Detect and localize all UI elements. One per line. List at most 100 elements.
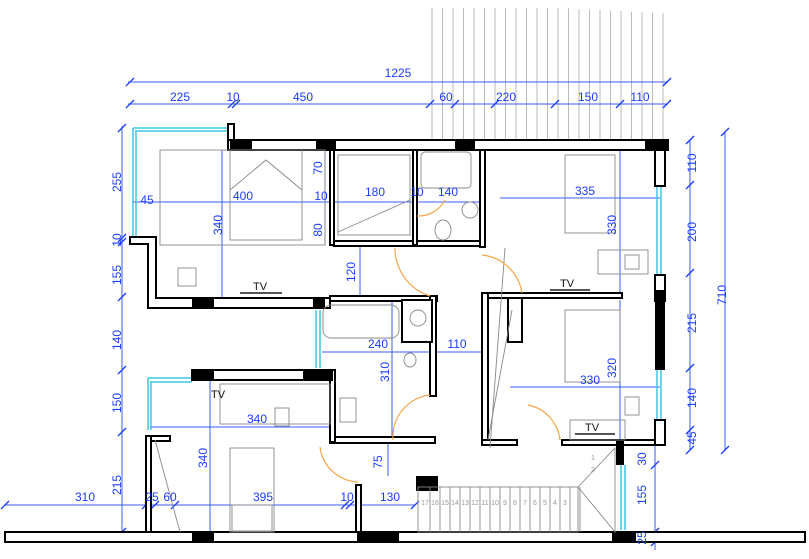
dim-interior: 10 (410, 185, 424, 199)
dim-right: 110 (685, 153, 699, 172)
dim-total-width: 1225 (385, 66, 412, 80)
dimension-tick (117, 233, 127, 243)
dim-bottom: 310 (75, 490, 95, 504)
dim-interior: 330 (580, 373, 600, 387)
dim-interior: 240 (368, 337, 388, 351)
stair-number: 13 (461, 500, 469, 507)
dimension-tick (685, 180, 695, 190)
dimension-tick (150, 500, 160, 510)
dim-interior: 120 (344, 262, 358, 282)
stair-number: 4 (553, 500, 557, 507)
dimension-tick (685, 425, 695, 435)
dim-left: 155 (110, 265, 124, 285)
dim-top: 150 (578, 90, 598, 104)
dimension-tick (0, 500, 10, 510)
dim-interior: 340 (196, 448, 210, 468)
dimension-tick (720, 445, 730, 455)
stair-number: 16 (431, 500, 439, 507)
dim-top: 225 (170, 90, 190, 104)
dim-top: 60 (439, 90, 453, 104)
bed-2 (564, 154, 616, 234)
dim-right: 140 (685, 388, 699, 408)
bed-1 (229, 149, 303, 241)
dimension-tick (685, 135, 695, 145)
stair-number: 3 (563, 500, 567, 507)
dim-top: 10 (226, 90, 240, 104)
toilet-2 (403, 352, 417, 368)
dimension-tick (450, 99, 460, 109)
dim-top: 110 (630, 90, 649, 104)
dim-right: 25 (635, 531, 649, 545)
dimension-tick (170, 500, 180, 510)
dim-interior: 340 (211, 215, 225, 235)
dimension-tick (125, 99, 135, 109)
dimension-tick (117, 237, 127, 247)
dim-right: 45 (685, 431, 699, 445)
dim-interior: 320 (605, 358, 619, 378)
bed-4 (229, 447, 275, 533)
dimension-tick (550, 99, 560, 109)
stair-number: 5 (543, 500, 547, 507)
toilet-1 (434, 219, 452, 241)
dimension-tick (125, 77, 135, 87)
dim-interior: 10 (314, 189, 328, 203)
tv-icon (575, 433, 615, 435)
tv-label: TV (585, 422, 600, 434)
stair-number: 2 (591, 467, 595, 474)
sink-1 (461, 201, 479, 219)
dimension-tick (662, 77, 672, 87)
dim-interior: 180 (365, 185, 385, 199)
dimension-tick (720, 127, 730, 137)
sink-2 (339, 397, 357, 423)
dim-left: 10 (110, 233, 124, 247)
stair-number: 7 (523, 500, 527, 507)
stair-number: 11 (481, 500, 488, 507)
bathtub-small (420, 151, 472, 189)
dimension-tick (117, 292, 127, 302)
dim-bottom: 10 (340, 490, 354, 504)
dimension-tick (117, 427, 127, 437)
dim-bottom: 395 (253, 490, 273, 504)
dim-interior: 335 (575, 184, 595, 198)
dim-left: 215 (110, 475, 124, 495)
doors (319, 199, 561, 483)
stair-number: 6 (533, 500, 537, 507)
dim-bottom: 25 (145, 490, 159, 504)
roof-hatching (431, 8, 664, 140)
stair-number: 8 (513, 500, 517, 507)
dim-bottom: 130 (380, 490, 400, 504)
dimension-tick (662, 99, 672, 109)
dimension-tick (231, 99, 241, 109)
dim-interior: 400 (233, 189, 253, 203)
dim-top: 220 (496, 90, 516, 104)
columns (192, 140, 668, 542)
dim-right: 200 (685, 222, 699, 242)
dim-right: 155 (635, 485, 649, 505)
furniture (154, 149, 649, 533)
dim-interior: 75 (371, 455, 385, 469)
dimension-tick (615, 99, 625, 109)
stair-number: 17 (421, 500, 429, 507)
stair-number: 15 (441, 500, 449, 507)
dim-top: 450 (293, 90, 313, 104)
dim-left: 150 (110, 393, 124, 413)
tv-label: TV (211, 389, 226, 401)
stair-number: 10 (491, 500, 499, 507)
tv-label: TV (560, 278, 575, 290)
dimension-tick (117, 123, 127, 133)
dimension-tick (425, 99, 435, 109)
stair-number: 14 (451, 500, 459, 507)
dim-left: 255 (110, 172, 124, 192)
dimension-tick (345, 500, 355, 510)
dimension-tick (685, 268, 695, 278)
dim-interior: 330 (605, 215, 619, 235)
walls (4, 123, 806, 543)
bathtub (322, 304, 400, 339)
dimension-tick (227, 99, 237, 109)
dim-left: 140 (110, 330, 124, 350)
dim-right: 30 (635, 452, 649, 466)
dimension-tick (340, 500, 350, 510)
stair-number: 9 (503, 500, 507, 507)
dim-right: 215 (685, 313, 699, 333)
